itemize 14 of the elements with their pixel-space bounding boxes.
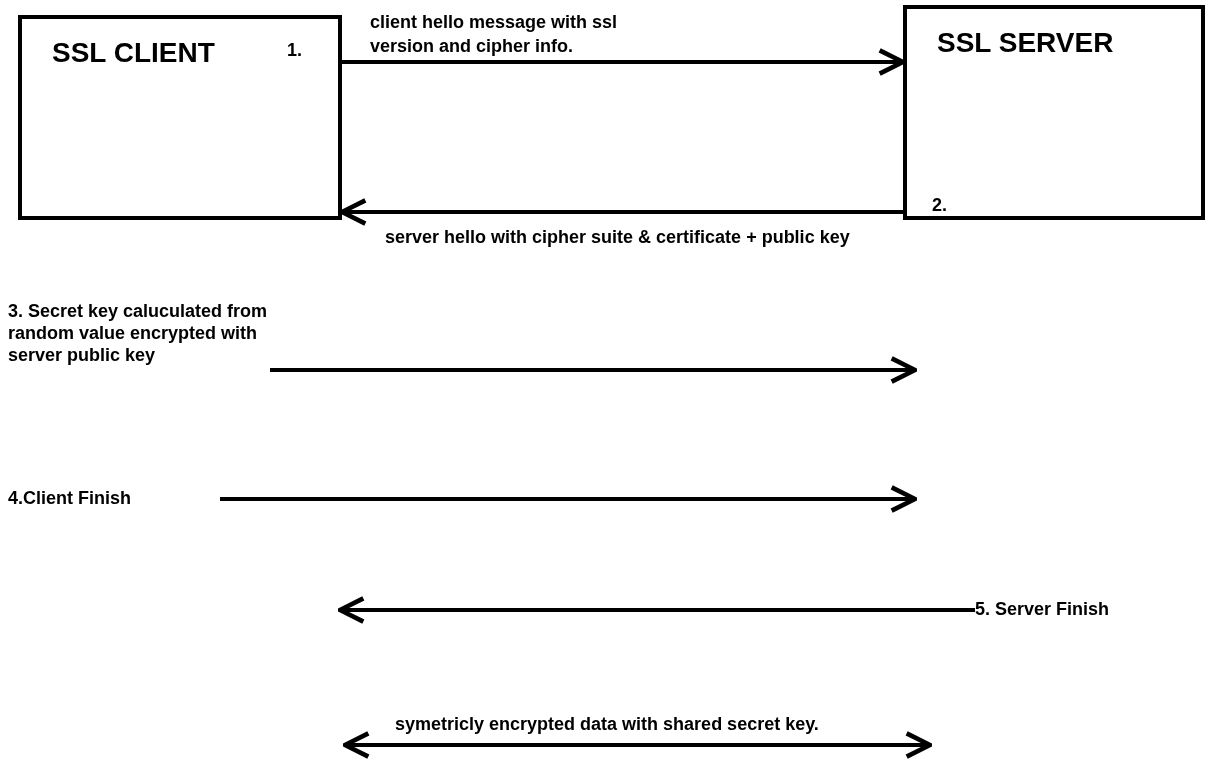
arrow [339, 198, 903, 226]
step-text: 3. Secret key caluculated from random value encrypted with server public key [8, 300, 269, 366]
arrow [270, 356, 918, 384]
arrow [220, 485, 918, 513]
step-text: 5. Server Finish [975, 598, 1111, 620]
step-number: 1. [287, 39, 303, 61]
arrow [337, 596, 975, 624]
step-number: 2. [932, 194, 948, 216]
box-title: SSL CLIENT [52, 37, 216, 69]
server-box [903, 5, 1205, 220]
client-box [18, 15, 342, 220]
arrow [342, 48, 906, 76]
box-title: SSL SERVER [937, 27, 1115, 59]
step-text: 4.Client Finish [8, 487, 132, 509]
